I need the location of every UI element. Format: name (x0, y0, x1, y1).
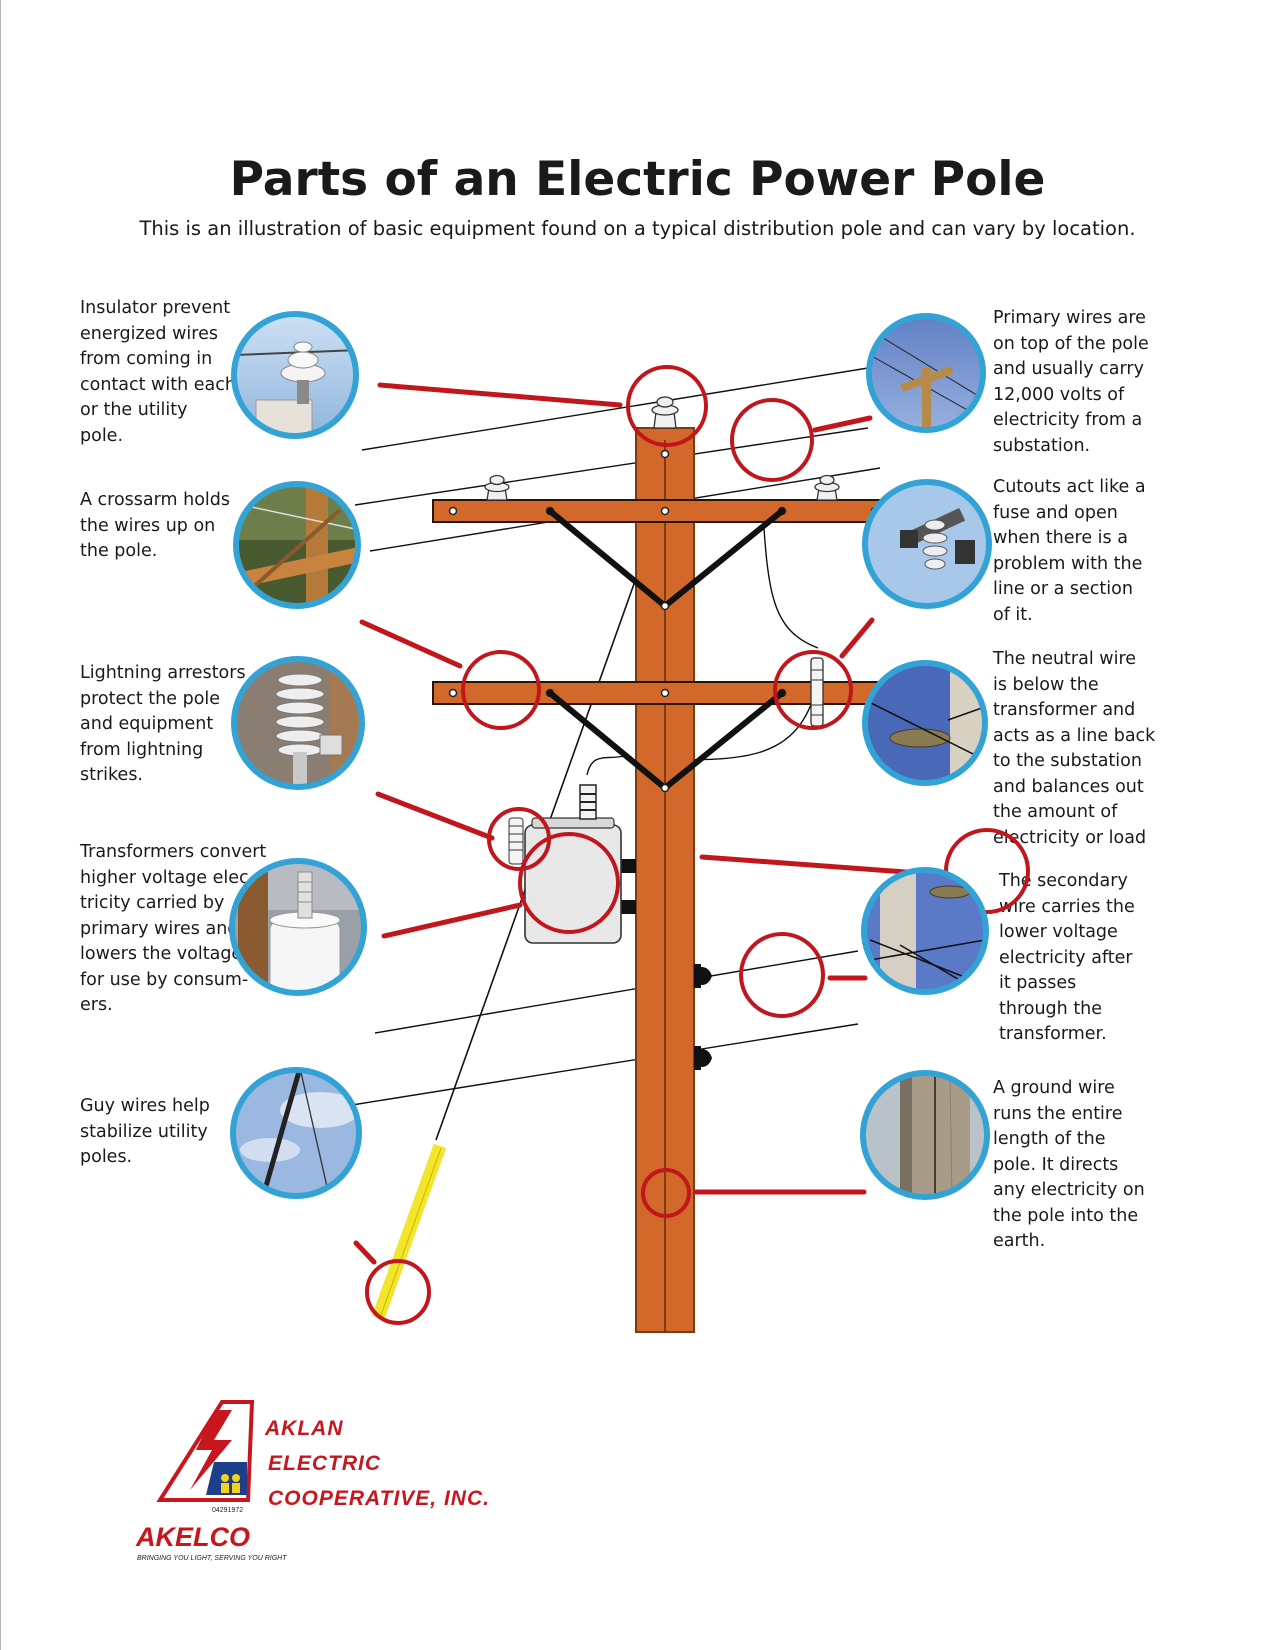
label-transformer: Transformers convert higher voltage elec… (80, 842, 267, 1015)
photo-cutouts (865, 482, 989, 606)
wires (351, 367, 881, 1141)
page-subtitle: This is an illustration of basic equipme… (139, 217, 1136, 240)
logo-brand: AKELCO (135, 1522, 250, 1552)
logo-line-1: AKLAN (265, 1417, 344, 1440)
logo-line-3: COOPERATIVE, INC. (268, 1487, 490, 1510)
label-ground-wire: A ground wire runs the entire length of … (993, 1078, 1145, 1251)
callout-guy-wire (365, 1259, 431, 1325)
label-secondary-wire: The secondary wire carries the lower vol… (999, 871, 1135, 1044)
photo-secondary-wire (864, 870, 986, 992)
page-title: Parts of an Electric Power Pole (229, 152, 1046, 207)
callout-transformer (518, 832, 620, 934)
transformer-device (524, 784, 636, 944)
photo-primary-wires (869, 316, 983, 430)
callout-insulator (626, 365, 708, 447)
primary-wire (361, 367, 869, 451)
photo-transformer (232, 861, 364, 993)
cutout-device (810, 657, 824, 727)
callout-crossarm (461, 650, 541, 730)
label-lightning-arrestor: Lightning arrestors protect the pole and… (80, 663, 246, 785)
label-crossarm: A crossarm holds the wires up on the pol… (80, 490, 231, 561)
callout-primary-wire (730, 398, 814, 482)
pin-insulators (484, 396, 840, 501)
photo-lightning-arrestor (234, 659, 362, 787)
photo-ground-wire (863, 1073, 987, 1197)
secondary-wire (374, 950, 859, 1034)
callout-ground-wire (641, 1168, 691, 1218)
photo-crossarm (236, 484, 358, 606)
photo-guy-wire (233, 1070, 359, 1196)
lightning-arrestor-device (508, 817, 524, 865)
label-cutouts: Cutouts act like a fuse and open when th… (993, 477, 1146, 625)
secondary-racks (694, 964, 712, 1070)
label-neutral-wire: The neutral wire is below the transforme… (993, 649, 1156, 848)
logo-badge-number: 04291972 (212, 1507, 243, 1514)
secondary-wire (351, 1023, 859, 1106)
logo-tagline: BRINGING YOU LIGHT, SERVING YOU RIGHT (137, 1555, 287, 1562)
callout-cutout (773, 650, 853, 730)
transformer-lead (586, 755, 626, 776)
label-guy-wire: Guy wires help stabilize utility poles. (80, 1096, 210, 1167)
page-border (0, 0, 1, 1650)
akelco-logo-mark: 04291972 AKELCO BRINGING YOU LIGHT, SERV… (135, 1400, 287, 1562)
photo-insulator (234, 314, 356, 436)
primary-wire (354, 427, 869, 506)
cutout-lead (761, 499, 819, 649)
guy-guard (371, 1143, 447, 1321)
callout-circles (365, 365, 1030, 1325)
label-primary-wires: Primary wires are on top of the pole and… (993, 308, 1149, 456)
label-insulator: Insulator prevent energized wires from c… (80, 298, 236, 446)
logo-line-2: ELECTRIC (268, 1452, 381, 1475)
callout-secondary-wire (739, 932, 825, 1018)
